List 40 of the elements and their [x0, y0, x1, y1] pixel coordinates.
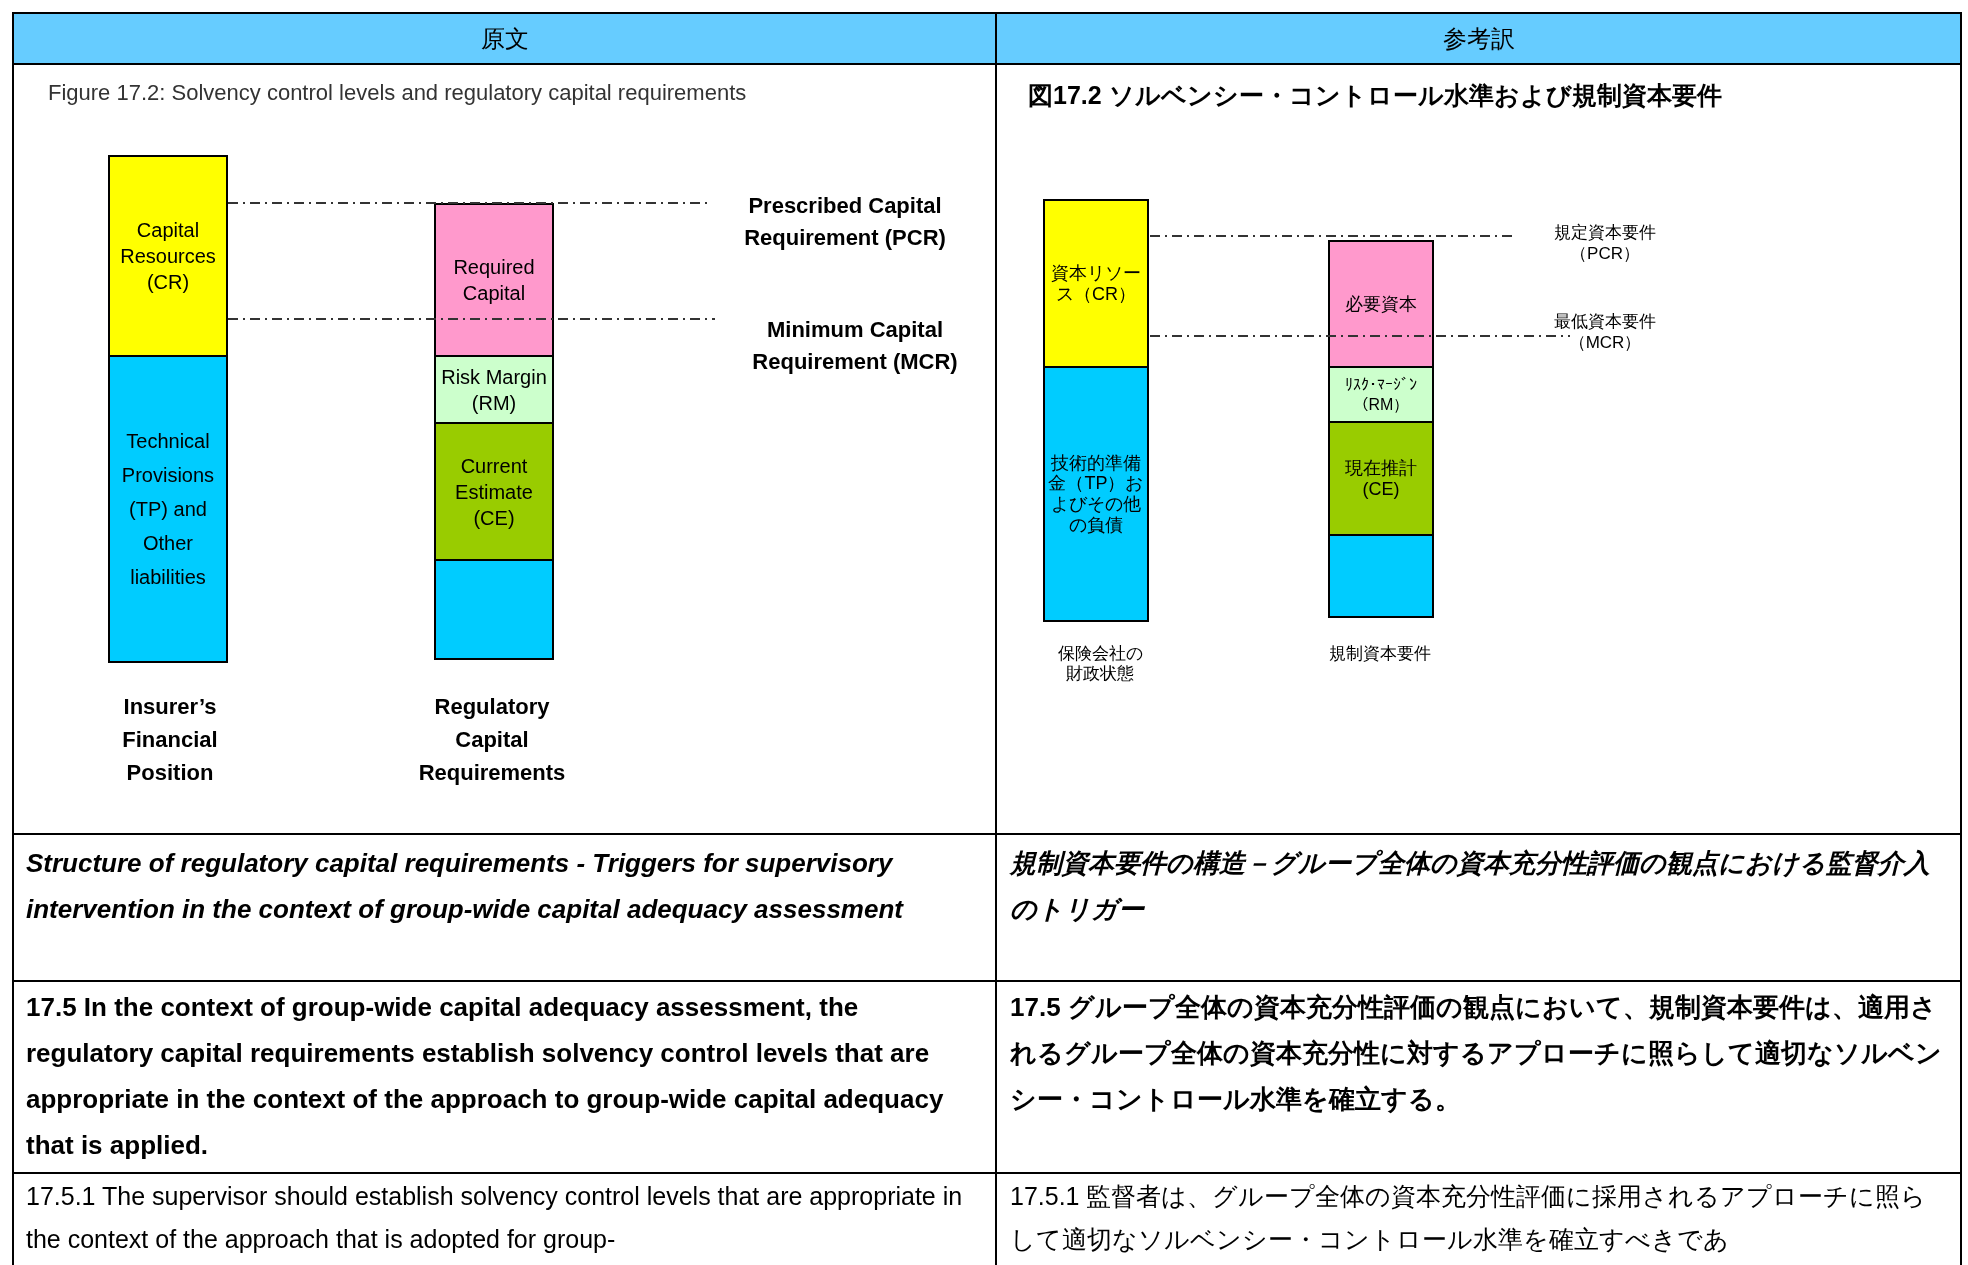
capital-resources-bar: [1043, 199, 1149, 368]
bar-label: Capital Resources (CR): [119, 218, 217, 295]
bar-label: Risk Margin (RM): [440, 364, 548, 416]
bar-label: 現在推計(CE): [1344, 457, 1418, 500]
liabilities-bar: [108, 355, 228, 663]
bar-label: 技術的準備金（TP）およびその他の負債: [1047, 452, 1145, 536]
bar-label: Required Capital: [452, 255, 536, 306]
level-label: Prescribed Capital Requirement (PCR): [743, 192, 947, 252]
column-header: 参考訳: [997, 14, 1960, 63]
current-estimate-bar: [1328, 421, 1434, 536]
level-label: 規定資本要件（PCR）: [1553, 222, 1657, 265]
figure-title: Figure 17.2: Solvency control levels and regulatory capital requirements: [48, 80, 748, 107]
paragraph: 17.5.1 The supervisor should establish solvency control levels that are appropriate in the context of the approach that is adopted for group-: [26, 1181, 964, 1255]
bar-label: 資本リソース（CR）: [1050, 262, 1142, 305]
capital-resources-bar: [108, 155, 228, 357]
bar-label: Current Estimate (CE): [454, 453, 534, 531]
bar-label: 必要資本: [1345, 293, 1417, 315]
column-caption: Regulatory Capital Requirements: [417, 693, 567, 787]
bar-label: Technical Provisions (TP) and Other liabilities: [120, 429, 216, 590]
paragraph: 17.5 In the context of group-wide capital adequacy assessment, the regulatory capital requirements establish solvency control levels that are appropriate in the context of the approach to group-wide capital adequacy that is applied.: [26, 991, 945, 1163]
column-header: 原文: [14, 14, 995, 63]
figure-title: 図17.2 ソルベンシー・コントロール水準および規制資本要件: [1028, 80, 1723, 110]
risk-margin-bar: [1328, 366, 1434, 423]
section-heading: 規制資本要件の構造－グループ全体の資本充分性評価の観点における監督介入のトリガー: [1010, 847, 1931, 926]
level-label: 最低資本要件（MCR）: [1553, 311, 1657, 354]
liabilities-bar: [1328, 534, 1434, 618]
current-estimate-bar: [434, 422, 554, 561]
risk-margin-bar: [434, 355, 554, 424]
column-caption: 保険会社の財政状態: [1056, 644, 1144, 685]
level-label: Minimum Capital Requirement (MCR): [751, 316, 959, 376]
column-caption: Insurer’s Financial Position: [121, 693, 219, 787]
liabilities-bar: [1043, 366, 1149, 622]
required-capital-bar: [1328, 240, 1434, 368]
paragraph: 17.5 グループ全体の資本充分性評価の観点において、規制資本要件は、適用されるグループ全体の資本充分性に対するアプローチに照らして適切なソルベンシー・コントロール水準を確立する。: [1010, 991, 1943, 1117]
bar-label: ﾘｽｸ･ﾏｰｼﾞﾝ（RM）: [1344, 375, 1418, 414]
paragraph: 17.5.1 監督者は、グループ全体の資本充分性評価に採用されるアプローチに照らして適切なソルベンシー・コントロール水準を確立すべきであ: [1010, 1181, 1928, 1255]
liabilities-bar: [434, 559, 554, 660]
section-heading: Structure of regulatory capital requirements - Triggers for supervisory intervention in the context of group-wide capital adequacy assessment: [26, 847, 905, 926]
column-caption: 規制資本要件: [1328, 644, 1432, 665]
required-capital-bar: [434, 203, 554, 357]
